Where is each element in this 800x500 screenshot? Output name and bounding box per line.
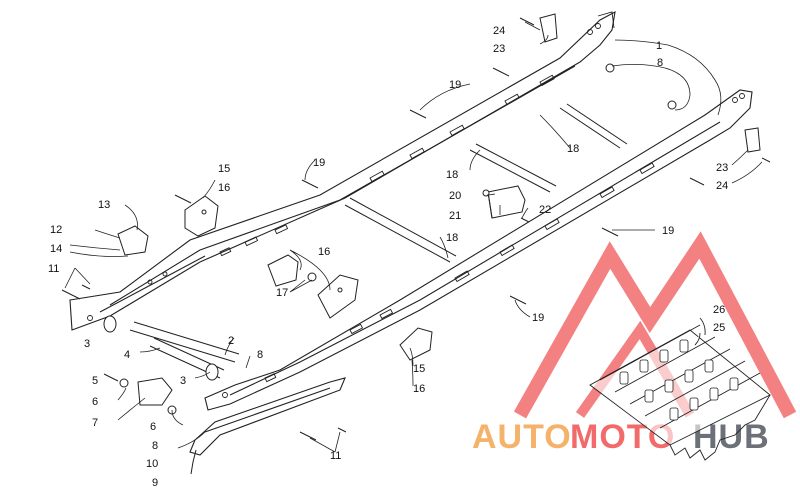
callout-18-right: 18 <box>567 143 579 155</box>
callout-19-right: 19 <box>662 225 674 237</box>
callout-19-left: 19 <box>313 157 325 169</box>
callout-4: 4 <box>124 349 130 361</box>
slide-rail-rear <box>69 10 616 331</box>
callout-12: 12 <box>50 224 62 236</box>
callout-16-mid: 16 <box>318 246 330 258</box>
callout-3-right: 3 <box>180 375 186 387</box>
slide-rail-front <box>204 89 753 411</box>
callout-21: 21 <box>449 210 461 222</box>
callout-8-mid: 8 <box>257 349 263 361</box>
callout-15-bottom: 15 <box>413 363 425 375</box>
callout-20: 20 <box>449 190 461 202</box>
bolts <box>61 17 771 475</box>
callout-16-bottom: 16 <box>413 383 425 395</box>
callout-18-mid: 18 <box>446 169 458 181</box>
callout-24-right: 24 <box>716 180 728 192</box>
track-section <box>589 317 771 461</box>
watermark: AUTO MOTO HUB <box>472 231 797 456</box>
callout-13: 13 <box>98 199 110 211</box>
callout-7: 7 <box>92 417 98 429</box>
watermark-brand-part1: AUTO <box>472 418 572 456</box>
callout-labels: 1 2 3 3 4 5 6 6 7 8 8 8 9 10 11 11 12 13… <box>48 25 728 489</box>
callout-11-bottom: 11 <box>330 450 341 462</box>
wear-strip <box>189 377 346 456</box>
callout-19-bottom: 19 <box>532 312 544 324</box>
callout-15-top: 15 <box>218 163 230 175</box>
callout-8-top: 8 <box>657 57 663 69</box>
callout-17: 17 <box>276 287 288 299</box>
callout-6-right: 6 <box>150 421 156 433</box>
callout-25: 25 <box>713 322 725 334</box>
callout-3-left: 3 <box>84 338 90 350</box>
callout-2: 2 <box>228 335 234 347</box>
callout-9: 9 <box>152 477 158 489</box>
callout-19-top: 19 <box>449 79 461 91</box>
cross-shafts <box>103 103 628 381</box>
callout-24-top: 24 <box>493 25 505 37</box>
callout-1: 1 <box>656 40 662 52</box>
callout-5: 5 <box>92 375 98 387</box>
callout-23-top: 23 <box>493 43 505 55</box>
callout-11-left: 11 <box>48 263 59 275</box>
callout-6-left: 6 <box>92 396 98 408</box>
callout-16-top: 16 <box>218 182 230 194</box>
callout-22: 22 <box>539 204 551 216</box>
callout-18-lower: 18 <box>446 232 458 244</box>
callout-10: 10 <box>146 458 158 470</box>
hardware-parts <box>117 13 761 415</box>
callout-8-bottom: 8 <box>152 440 158 452</box>
leader-lines <box>64 21 763 453</box>
callout-26: 26 <box>713 304 725 316</box>
callout-23-right: 23 <box>716 162 728 174</box>
callout-14: 14 <box>50 243 62 255</box>
